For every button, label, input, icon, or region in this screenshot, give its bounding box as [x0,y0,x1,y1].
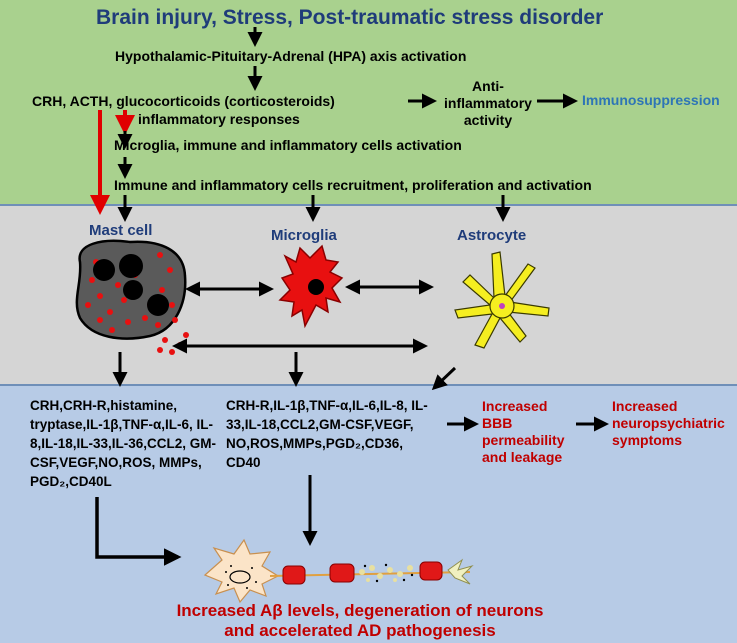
bottom-band [0,385,737,643]
mast-cell-label: Mast cell [89,222,153,239]
hormones-label: CRH, ACTH, glucocorticoids (corticostero… [32,93,335,109]
band-divider-top [0,204,737,206]
microglia-activation-label: Microglia, immune and inflammatory cells… [114,137,462,153]
astrocyte-drawing [454,251,550,349]
bbb-effect-label: Increased BBB permeability and leakage [482,398,565,465]
microglia-label: Microglia [271,227,337,244]
neuropsychiatric-effect-label: Increased neuropsychiatric symptoms [612,398,725,448]
mast-mediators-list: CRH,CRH-R,histamine, tryptase,IL-1β,TNF-… [30,398,217,489]
arrow-astrocyte-to-mediators [431,366,457,391]
microglia-drawing [278,244,344,329]
recruitment-label: Immune and inflammatory cells recruitmen… [114,177,592,193]
outcome-line-1: Increased Aβ levels, degeneration of neu… [176,601,544,620]
glia-mediators-list: CRH-R,IL-1β,TNF-α,IL-6,IL-8, IL-33,IL-18… [226,398,428,470]
hpa-axis-label: Hypothalamic-Pituitary-Adrenal (HPA) axi… [115,48,467,64]
diagram-title: Brain injury, Stress, Post-traumatic str… [96,6,604,29]
band-divider-bottom [0,384,737,386]
inflammatory-responses-label: inflammatory responses [138,111,300,127]
outcome-line-2: and accelerated AD pathogenesis [224,621,496,640]
anti-inflammatory-label: Anti-inflammatory activity [444,78,532,128]
arrow-mast-list-to-neuron [95,497,182,566]
astrocyte-label: Astrocyte [457,227,527,244]
mast-cell-drawing [75,239,189,355]
immunosuppression-label: Immunosuppression [582,92,720,108]
neuron-drawing [203,538,474,604]
